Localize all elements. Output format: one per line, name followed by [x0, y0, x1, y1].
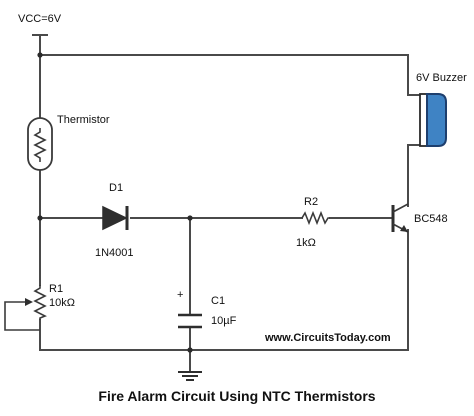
junction-dot [187, 215, 193, 221]
transistor-collector-leg [392, 203, 409, 213]
r1-zigzag [33, 285, 47, 320]
r1-wiper-arrow [25, 298, 33, 306]
transistor-emitter-arrow [400, 225, 408, 232]
thermistor-body [27, 117, 53, 171]
thermistor-label: Thermistor [57, 114, 110, 126]
diode-d1: D1 1N4001 [95, 182, 134, 259]
diode-ref-label: D1 [109, 182, 123, 194]
junction-dot [37, 52, 43, 58]
r1-wiper-wire [4, 301, 40, 331]
ground-symbol [178, 371, 202, 381]
transistor-bc548: BC548 [391, 203, 448, 233]
junction-dots [37, 52, 193, 353]
cap-ref-label: C1 [211, 295, 225, 307]
buzzer-label: 6V Buzzer [416, 72, 467, 84]
capacitor-c1: + C1 10µF [177, 289, 237, 329]
thermistor-zigzag [33, 128, 47, 162]
thermistor: Thermistor [27, 114, 110, 171]
vcc-terminal: VCC=6V [18, 13, 62, 36]
junction-dot [187, 347, 193, 353]
cap-polarity-label: + [177, 289, 183, 301]
r1-ref-label: R1 [49, 283, 63, 295]
diode-triangle [102, 205, 128, 231]
cap-value-label: 10µF [211, 315, 237, 327]
r1-value-label: 10kΩ [49, 297, 75, 309]
r2-zigzag [301, 210, 330, 226]
wires [39, 34, 421, 373]
r2-ref-label: R2 [304, 196, 318, 208]
buzzer-speaker [426, 93, 447, 147]
resistor-r2: R2 1kΩ [296, 196, 330, 249]
transistor-label: BC548 [414, 213, 448, 225]
diagram-title: Fire Alarm Circuit Using NTC Thermistors [98, 388, 375, 404]
junction-dot [37, 215, 43, 221]
website-label: www.CircuitsToday.com [264, 332, 391, 344]
diode-part-label: 1N4001 [95, 247, 134, 259]
vcc-label: VCC=6V [18, 13, 62, 25]
buzzer: 6V Buzzer [416, 72, 467, 147]
resistor-r1: R1 10kΩ [4, 283, 75, 331]
buzzer-base [419, 93, 428, 147]
r2-value-label: 1kΩ [296, 237, 316, 249]
